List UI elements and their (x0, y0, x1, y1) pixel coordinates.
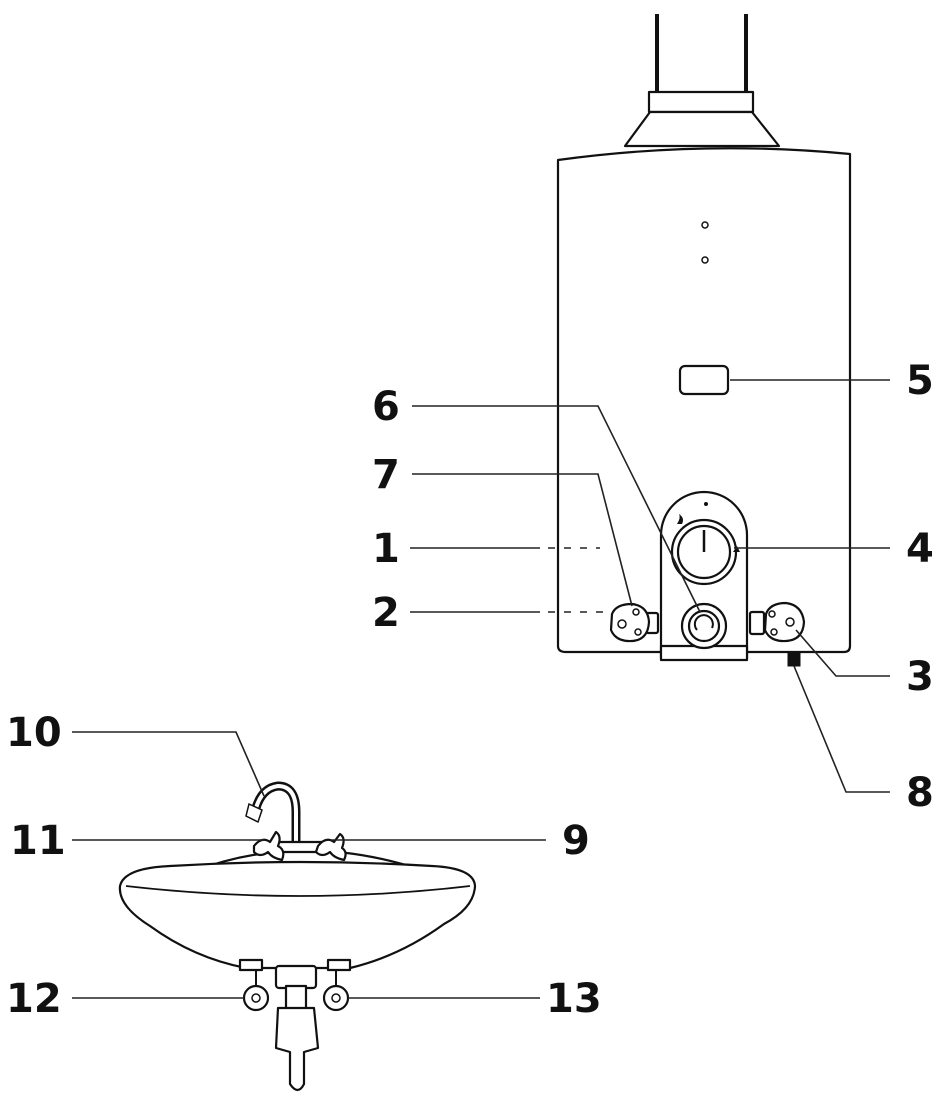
water-connection-stem (748, 610, 766, 636)
callout-labels: 5 6 7 1 4 2 3 8 10 11 9 12 13 (6, 358, 934, 1022)
callout-3: 3 (906, 654, 934, 700)
indicator-window (678, 364, 730, 396)
dial-flame-large (733, 546, 740, 552)
callout-10: 10 (6, 710, 62, 756)
water-knob-hole (785, 617, 795, 627)
basin-drain (274, 964, 318, 990)
leader-6 (412, 405, 701, 613)
faucet-nozzle (245, 802, 263, 824)
callout-11: 11 (10, 818, 66, 864)
wash-basin (118, 781, 477, 1092)
callout-5: 5 (906, 358, 934, 404)
leader-8 (793, 665, 890, 793)
flue-collar (647, 90, 755, 114)
callout-13: 13 (546, 976, 602, 1022)
water-knob-dot-1 (768, 610, 776, 618)
callout-1: 1 (372, 526, 400, 572)
leader-10 (72, 731, 265, 797)
callout-4: 4 (906, 526, 934, 572)
viewing-hole-bottom (701, 256, 709, 264)
drain-trap (274, 1006, 320, 1092)
basin-rim-line (125, 885, 471, 897)
water-heater (556, 14, 852, 667)
leader-7 (412, 473, 633, 607)
viewing-hole-top (701, 221, 709, 229)
callout-6: 6 (372, 384, 400, 430)
leader-lines (72, 379, 890, 999)
shutoff-valve-left-center (251, 993, 261, 1003)
basin-bowl (118, 860, 477, 970)
leader-3 (795, 629, 890, 677)
gas-knob-dot-1 (632, 608, 640, 616)
drain-pipe (284, 984, 308, 1012)
shutoff-valve-right-center (331, 993, 341, 1003)
basin-mount-left (238, 958, 264, 972)
gas-knob-hole (617, 619, 627, 629)
callout-7: 7 (372, 452, 400, 498)
flue-hood (623, 110, 781, 148)
gas-knob-dot-2 (634, 628, 642, 636)
heater-body (556, 147, 852, 654)
faucet-spout-inner (254, 783, 298, 852)
callout-2: 2 (372, 590, 400, 636)
gas-connection-knob[interactable] (609, 602, 651, 643)
hot-water-handle[interactable] (252, 830, 285, 862)
dial-flame-small (677, 514, 683, 524)
dial-mark (704, 502, 708, 506)
basin-mount-right (326, 958, 352, 972)
water-knob-dot-2 (770, 628, 778, 636)
callout-9: 9 (562, 818, 590, 864)
ignition-knob-arrow (693, 614, 714, 631)
callout-12: 12 (6, 976, 62, 1022)
drain-plug (787, 651, 801, 667)
callout-8: 8 (906, 770, 934, 816)
water-connection-knob[interactable] (763, 601, 806, 643)
